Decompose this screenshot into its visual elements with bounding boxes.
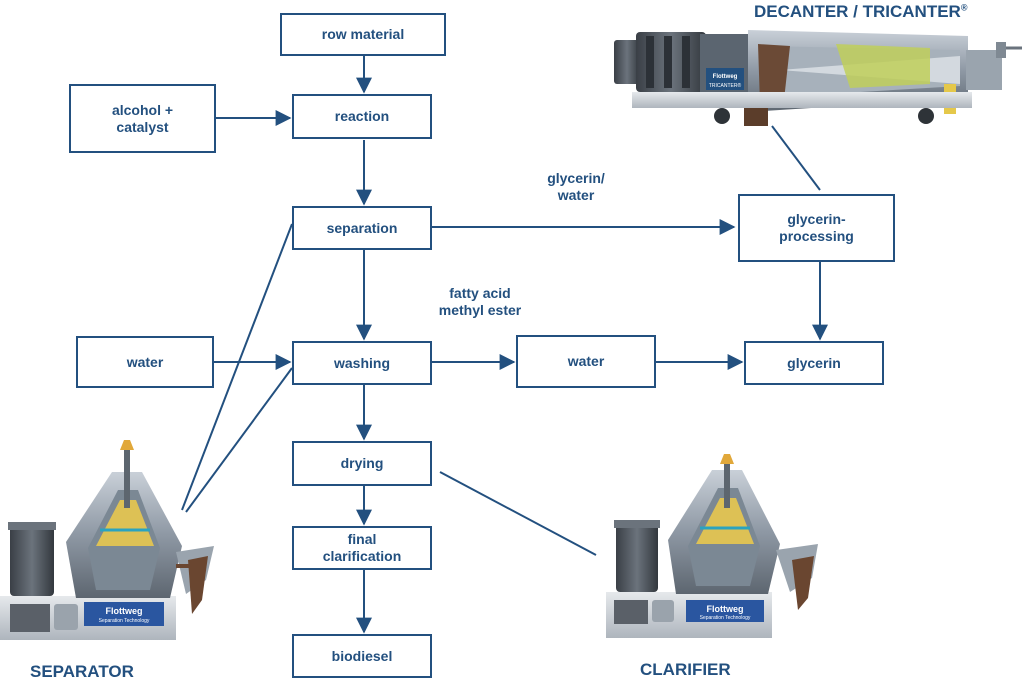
node-glycerin: glycerin xyxy=(744,341,884,385)
separator-brand-text: Flottweg xyxy=(106,606,143,616)
clarifier-illustration: Flottweg Separation Technology xyxy=(606,454,818,638)
node-alcohol-catalyst-label: alcohol + catalyst xyxy=(111,101,174,135)
node-biodiesel: biodiesel xyxy=(292,634,432,678)
separator-brand-sub: Separation Technology xyxy=(99,618,150,624)
node-alcohol-catalyst: alcohol + catalyst xyxy=(69,84,216,153)
node-glycerin-processing-label: glycerin- processing xyxy=(779,211,854,244)
decanter-caption: DECANTER / TRICANTER® xyxy=(754,2,967,22)
decanter-model-text: TRICANTER® xyxy=(709,82,742,89)
decanter-caption-text: DECANTER / TRICANTER xyxy=(754,2,961,21)
node-final-clarification: final clarification xyxy=(292,526,432,570)
separator-caption: SEPARATOR xyxy=(30,662,134,681)
node-row-material: row material xyxy=(280,13,446,56)
decanter-brand-text: Flottweg xyxy=(713,74,738,80)
pointer-decanter-glycerinprocessing xyxy=(771,125,821,191)
node-water-output-label: water xyxy=(567,353,605,369)
node-washing-label: washing xyxy=(333,354,390,371)
pointer-separator-washing xyxy=(185,367,293,513)
node-reaction: reaction xyxy=(292,94,432,139)
clarifier-caption: CLARIFIER xyxy=(640,660,731,679)
node-water-input: water xyxy=(76,336,214,388)
node-separation: separation xyxy=(292,206,432,250)
node-reaction-label: reaction xyxy=(334,108,390,124)
clarifier-brand-text: Flottweg xyxy=(707,604,744,614)
node-water-output: water xyxy=(516,335,656,388)
node-separation-label: separation xyxy=(326,219,398,236)
edge-label-fatty-acid: fatty acid methyl ester xyxy=(438,285,522,318)
clarifier-brand-sub: Separation Technology xyxy=(700,615,751,621)
node-glycerin-processing: glycerin- processing xyxy=(738,194,895,262)
pointer-clarifier-drying xyxy=(439,471,597,556)
edge-label-glycerin-water: glycerin/ water xyxy=(547,170,605,203)
separator-illustration: Flottweg Separation Technology xyxy=(0,440,214,640)
node-row-material-label: row material xyxy=(321,26,405,42)
pointer-separator-separation xyxy=(181,223,293,511)
decanter-illustration: Flottweg TRICANTER® xyxy=(614,30,1022,126)
node-final-clarification-label: final clarification xyxy=(322,531,402,564)
decanter-registered-mark: ® xyxy=(960,2,968,13)
node-biodiesel-label: biodiesel xyxy=(331,647,393,664)
node-water-input-label: water xyxy=(126,353,164,370)
node-drying: drying xyxy=(292,441,432,486)
node-washing: washing xyxy=(292,341,432,385)
node-drying-label: drying xyxy=(340,455,384,471)
node-glycerin-label: glycerin xyxy=(787,354,841,371)
